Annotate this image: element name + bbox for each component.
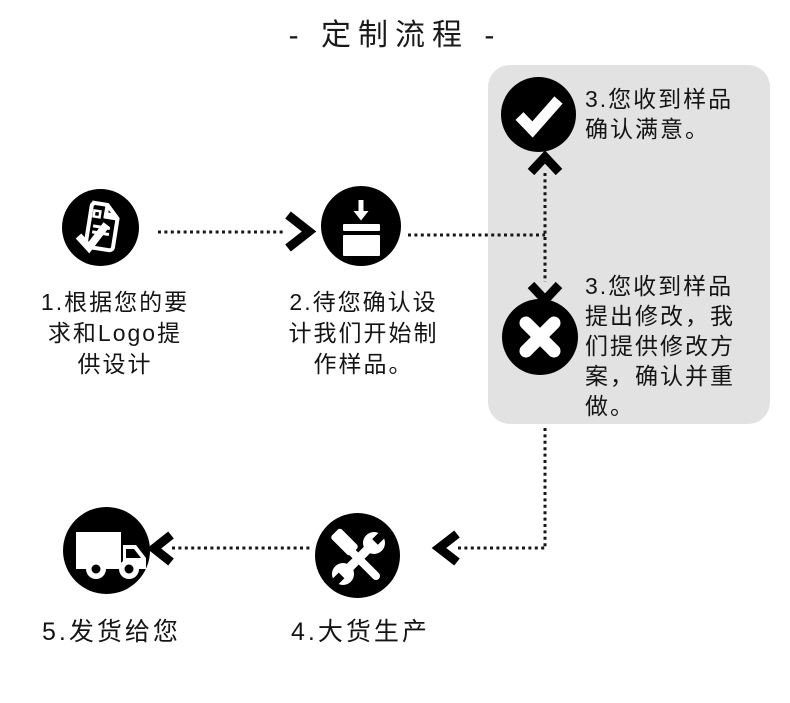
tools-icon <box>315 513 400 598</box>
step2-icon <box>321 186 401 266</box>
truck-icon <box>63 507 150 594</box>
step4-icon <box>315 513 400 598</box>
step4-label: 4.大货生产 <box>291 618 430 646</box>
step2-label: 2.待您确认设 计我们开始制 作样品。 <box>288 289 439 377</box>
check-icon <box>501 77 576 152</box>
arrowhead-right-step2 <box>285 211 317 252</box>
step5-icon <box>63 507 150 594</box>
step1-label: 1.根据您的要 求和Logo提 供设计 <box>40 289 190 377</box>
x-icon <box>502 299 578 375</box>
step3-accept-label: 3.您收到样品 确认满意。 <box>585 86 734 142</box>
step3-revise-label: 3.您收到样品 提出修改，我 们提供修改方 案，确认并重 做。 <box>585 273 735 419</box>
step3-revise-icon <box>502 299 578 375</box>
sample-box-icon <box>321 186 401 266</box>
arrowhead-down-revise <box>527 281 563 307</box>
page-title: - 定制流程 - <box>288 19 502 52</box>
step3-accept-icon <box>501 77 576 152</box>
arrowhead-up-accept <box>527 150 563 176</box>
step5-label: 5.发货给您 <box>42 618 181 646</box>
document-check-icon <box>62 189 139 266</box>
arrowhead-left-step5 <box>146 531 174 566</box>
step1-icon <box>62 189 139 266</box>
arrowhead-left-step4 <box>431 530 460 566</box>
